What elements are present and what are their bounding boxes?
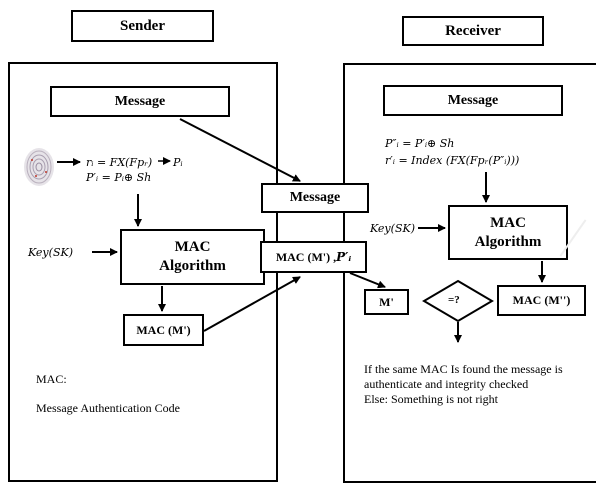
compare-diamond: [422, 279, 494, 323]
receiver-note-line3: Else: Something is not right: [364, 392, 498, 406]
compare-diamond-label: =?: [448, 294, 460, 306]
sender-output-to-channel-arrow: [203, 276, 301, 332]
receiver-note-line2: authenticate and integrity checked: [364, 377, 529, 391]
channel-mac-pair-p: P′ᵢ: [336, 250, 352, 264]
receiver-mac-output-box: MAC (M''): [497, 285, 586, 316]
fingerprint-icon: [22, 146, 56, 188]
legend-text: Message Authentication Code: [36, 401, 180, 415]
channel-mac-pair-box: MAC (M') , P′ᵢ: [260, 241, 367, 273]
sender-formula-p-i: Pᵢ: [173, 156, 183, 169]
receiver-note-line1: If the same MAC Is found the message is: [364, 362, 563, 376]
sender-formula-r: rᵢ = FX(Fpᵣ): [86, 156, 153, 169]
receiver-formula-p: P″ᵢ = P′ᵢ⊕ Sh: [385, 137, 455, 150]
sender-key-label: Key(SK): [28, 246, 73, 259]
channel-message-box: Message: [261, 183, 369, 213]
sender-mac-output-box: MAC (M'): [123, 314, 204, 346]
legend-title: MAC:: [36, 372, 67, 386]
sender-message-box: Message: [50, 86, 230, 117]
receiver-formula-r: r′ᵢ = Index (FX(Fpᵣ(P″ᵢ))): [385, 154, 520, 167]
receiver-key-label: Key(SK): [370, 222, 415, 235]
channel-mac-pair-text: MAC (M') ,: [275, 249, 337, 264]
receiver-m-prime-box: M': [364, 289, 409, 315]
sender-mac-line1: MAC: [174, 239, 211, 255]
sender-message-to-channel-arrow: [179, 118, 301, 182]
receiver-mac-line2: Algorithm: [474, 233, 542, 250]
receiver-title: Receiver: [402, 16, 544, 46]
sender-formula-p: P′ᵢ = Pᵢ⊕ Sh: [86, 171, 152, 184]
sender-title: Sender: [71, 10, 214, 42]
receiver-mac-line1: MAC: [490, 214, 526, 231]
channel-to-m-prime-arrow: [349, 272, 386, 289]
sender-mac-algorithm-box: MAC Algorithm: [120, 229, 265, 285]
receiver-message-box: Message: [383, 85, 563, 116]
sender-mac-line2: Algorithm: [159, 258, 226, 274]
receiver-mac-algorithm-box: MAC Algorithm: [448, 205, 568, 260]
receiver-panel: [343, 63, 596, 483]
